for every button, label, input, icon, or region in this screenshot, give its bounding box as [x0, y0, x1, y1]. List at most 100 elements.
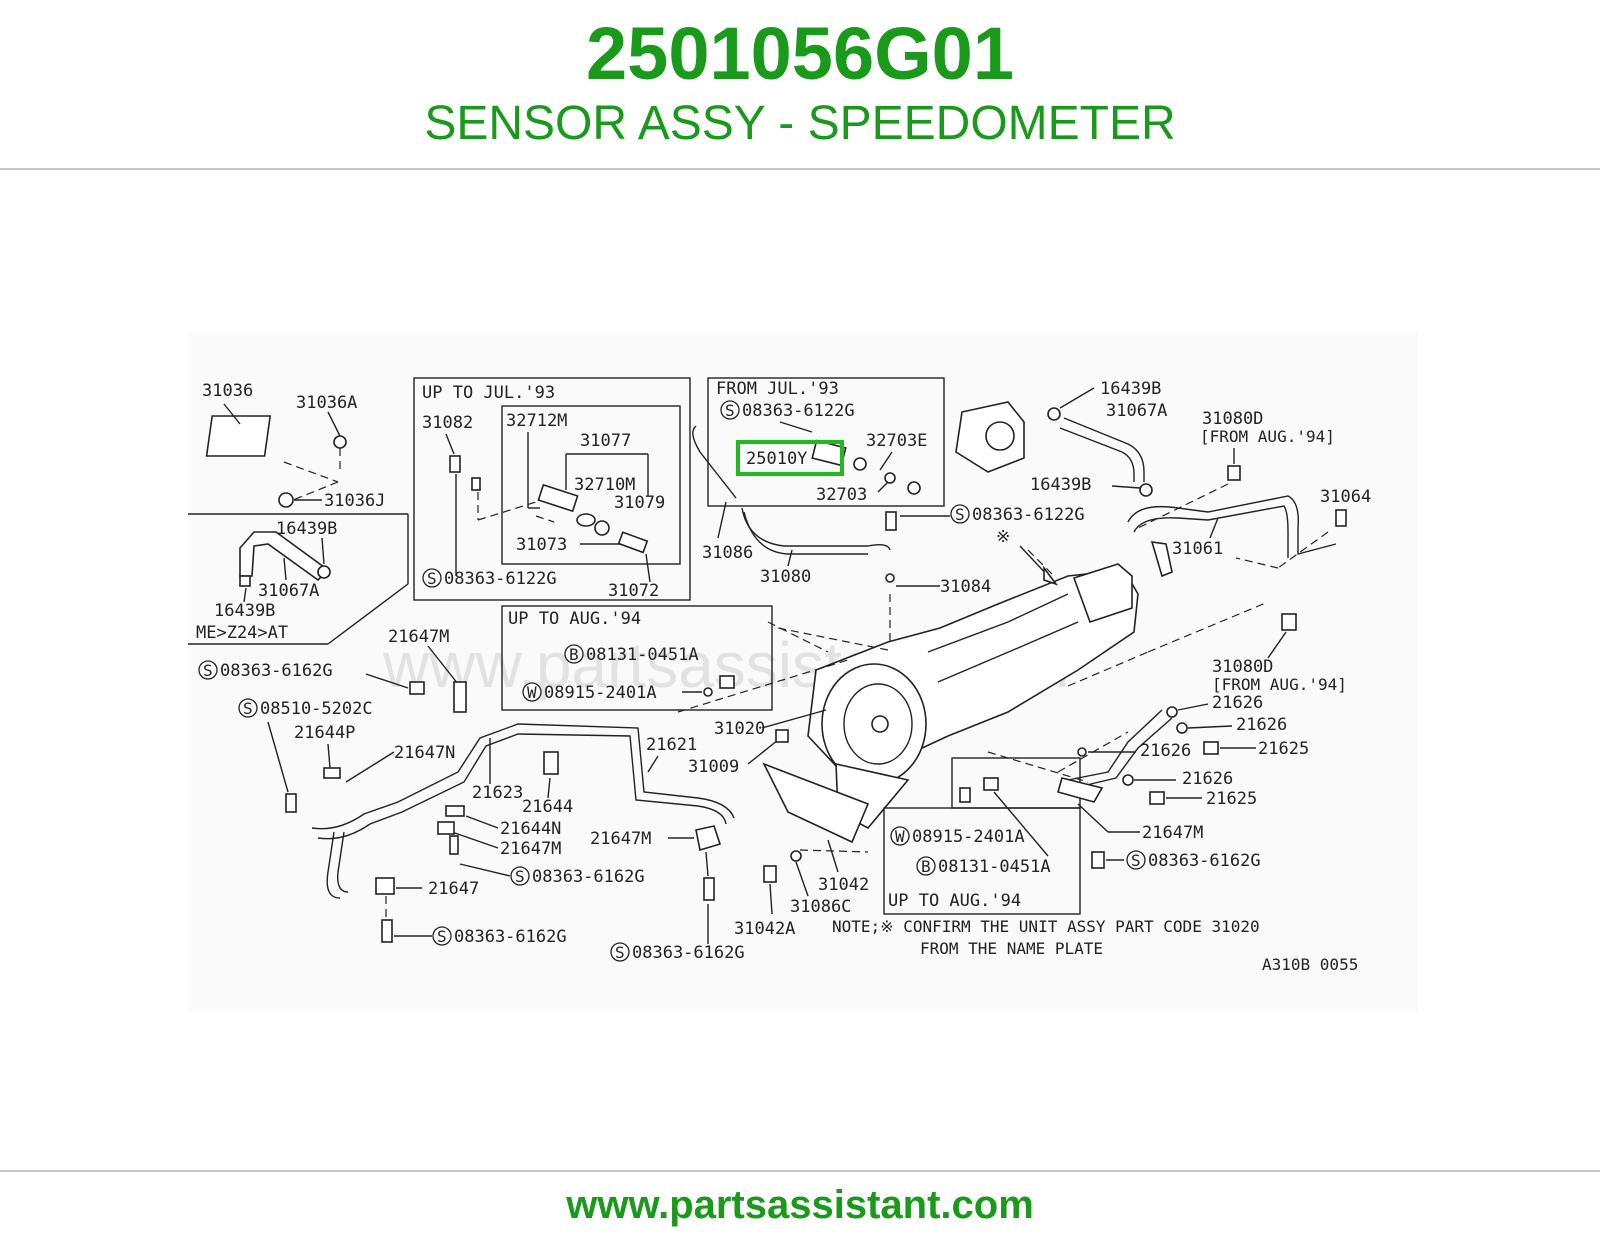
label-31086: 31086: [702, 543, 753, 563]
circle-s-a: [422, 568, 442, 588]
label-31067a-b: 31067A: [1106, 401, 1167, 421]
bracket-21647m-d: [1057, 777, 1104, 803]
bolt-6162g-a: [409, 681, 425, 695]
label-16439b-b: 16439B: [214, 601, 275, 621]
parts-diagram: www.partsassistant.com 31036 31036A 3103…: [188, 332, 1418, 1012]
sensor-body-old: [537, 483, 579, 513]
note-line-2: FROM THE NAME PLATE: [920, 939, 1103, 958]
label-21621: 21621: [646, 735, 697, 755]
clamp-21626-d: [1122, 774, 1134, 786]
circle-s-f: [510, 866, 530, 886]
box-up-to-aug94-a: UP TO AUG.'94 B 08131-0451A W 08915-2401…: [501, 605, 849, 739]
label-31080: 31080: [760, 567, 811, 587]
header-divider: [0, 168, 1600, 170]
clip-21644: [543, 751, 559, 775]
label-21644p: 21644P: [294, 723, 355, 743]
bolt-6162g-c: [381, 919, 393, 943]
label-08510-5202c: 08510-5202C: [260, 699, 373, 719]
footer-divider: [0, 1170, 1600, 1172]
right-side-group: 31080D [FROM AUG.'94] 21626 21626 21626 …: [1057, 613, 1347, 871]
box-from-jul93-frame: [707, 377, 945, 507]
parts-diagram-svg: www.partsassistant.com 31036 31036A 3103…: [188, 377, 1371, 974]
label-21647m-a: 21647M: [388, 627, 449, 647]
circle-b-b: [916, 856, 936, 876]
label-16439b-d: 16439B: [1030, 475, 1091, 495]
bolt-5202c: [285, 793, 297, 813]
circle-w-b: [890, 826, 910, 846]
seal-32710m: [576, 513, 596, 527]
circle-s-h-letter: S: [615, 943, 625, 962]
circle-s-c: [950, 504, 970, 524]
label-21647m-b: 21647M: [500, 839, 561, 859]
label-31036a: 31036A: [296, 393, 357, 413]
bolt-tube: [885, 511, 897, 531]
label-21647m-c: 21647M: [590, 829, 651, 849]
label-31073: 31073: [516, 535, 567, 555]
label-08915-2401a-a: 08915-2401A: [544, 683, 657, 703]
label-08363-6162g-c: 08363-6162G: [454, 927, 567, 947]
circle-b-b-letter: B: [921, 857, 931, 876]
circle-s-c-letter: S: [955, 505, 965, 524]
circle-s-d: [198, 660, 218, 680]
label-21644n: 21644N: [500, 819, 561, 839]
label-31077: 31077: [580, 431, 631, 451]
clamp-16439b-c: [1047, 407, 1061, 421]
circle-w-a: [522, 682, 542, 702]
clamp-16439b-d: [1139, 483, 1153, 497]
sensor-oring: [853, 457, 867, 471]
clip-21644n: [445, 805, 465, 817]
note-mark: ※: [996, 527, 1010, 547]
label-31084: 31084: [940, 577, 991, 597]
label-31064: 31064: [1320, 487, 1371, 507]
box-from-jul93: FROM JUL.'93 S 08363-6122G 25010Y 32703E…: [707, 377, 945, 507]
circle-s-f-letter: S: [515, 867, 525, 886]
vent-hose-31067a: [239, 531, 330, 582]
label-31080d-a: 31080D: [1202, 409, 1263, 429]
cooler-pipe-21623: [326, 831, 341, 899]
label-31082: 31082: [422, 413, 473, 433]
vent-hose-31067a-b: [1063, 417, 1145, 482]
input-shaft: [871, 715, 889, 733]
ring-32703: [884, 472, 896, 484]
bracket-21647m-b: [437, 821, 455, 835]
clamp-21626-a: [1166, 706, 1178, 718]
label-31079: 31079: [614, 493, 665, 513]
bolt-6162g-d: [703, 877, 715, 901]
label-21625-a: 21625: [1258, 739, 1309, 759]
label-08363-6162g-d: 08363-6162G: [632, 943, 745, 963]
label-21626-d: 21626: [1182, 769, 1233, 789]
clamp-16439b-b: [239, 575, 251, 587]
washer-a: [703, 687, 713, 697]
bracket-21647m-a: [453, 681, 467, 713]
label-21623: 21623: [472, 783, 523, 803]
circle-s-h: [610, 942, 630, 962]
label-08363-6122g-b: 08363-6122G: [742, 401, 855, 421]
label-08131-0451a-b: 08131-0451A: [938, 857, 1051, 877]
bolt-31080d-a: [1227, 465, 1241, 481]
circle-s-d-letter: S: [203, 661, 213, 680]
label-16439b-a: 16439B: [276, 519, 337, 539]
note-line-1: NOTE;※ CONFIRM THE UNIT ASSY PART CODE 3…: [832, 917, 1260, 936]
label-21644: 21644: [522, 797, 573, 817]
clamp-21626-c: [1077, 747, 1087, 757]
cooler-pipe-21621: [311, 723, 735, 830]
transmission-unit-31020: ※: [767, 527, 1269, 830]
bolt-aug94-b: [983, 777, 999, 791]
bolt-0451a-b: [959, 787, 971, 803]
label-32710m: 32710M: [574, 475, 635, 495]
control-unit-box: [205, 415, 272, 457]
grommet-31036a: [333, 435, 347, 449]
upper-right-group: 16439B 31067A 31080D [FROM AUG.'94] 1643…: [955, 379, 1371, 578]
label-21626-b: 21626: [1236, 715, 1287, 735]
label-me-z24-at: ME>Z24>AT: [196, 623, 288, 643]
circle-s-e: [238, 698, 258, 718]
label-31042: 31042: [818, 875, 869, 895]
label-08363-6122g-c: 08363-6122G: [972, 505, 1085, 525]
clip-21644p: [323, 767, 341, 779]
washer-31086c: [790, 850, 802, 862]
clamp-16439b-a: [317, 565, 331, 579]
bottom-middle-group: 31009 21647M S 08363-6162G 31042A 31086C…: [590, 729, 869, 963]
label-16439b-c: 16439B: [1100, 379, 1161, 399]
box-up-to-aug94-b: W 08915-2401A B 08131-0451A UP TO AUG.'9…: [883, 757, 1081, 915]
circle-w-a-letter: W: [527, 683, 537, 702]
